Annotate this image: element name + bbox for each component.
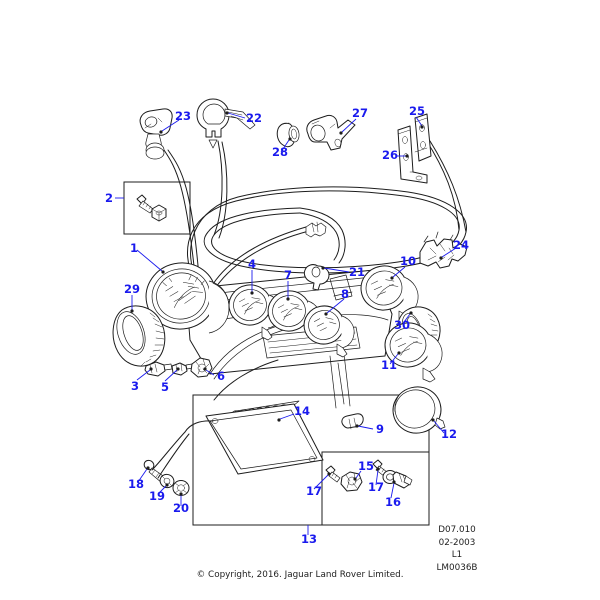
part-7-temperature-gauge xyxy=(267,290,321,335)
cable-connector xyxy=(305,221,327,238)
callout-23: 23 xyxy=(175,109,192,123)
drawing-variant: L1 xyxy=(451,550,463,560)
callout-19: 19 xyxy=(149,489,166,503)
callout-24: 24 xyxy=(453,238,470,252)
part-23-cable-elbow-grommet xyxy=(139,108,173,160)
part-26-angle-bracket xyxy=(397,125,428,184)
callout-7: 7 xyxy=(284,268,293,282)
callout-28: 28 xyxy=(272,145,289,159)
part-29-bezel-ring xyxy=(112,305,166,367)
callout-9: 9 xyxy=(376,422,385,436)
part-3-bulb-holder xyxy=(144,361,173,377)
part-2-screw-and-nut xyxy=(136,194,167,222)
part-27-mounting-bracket xyxy=(306,114,356,151)
callout-2: 2 xyxy=(105,191,114,205)
part-21-cable-grommet xyxy=(303,264,330,291)
part-19-washer xyxy=(159,473,175,489)
callout-15: 15 xyxy=(358,459,375,473)
part-8-oil-pressure-gauge xyxy=(303,305,355,358)
callout-11: 11 xyxy=(381,358,398,372)
callout-6: 6 xyxy=(217,369,226,383)
callout-13: 13 xyxy=(301,532,318,546)
callout-5: 5 xyxy=(161,380,170,394)
part-28-bush xyxy=(276,122,300,148)
callout-4: 4 xyxy=(248,257,257,271)
callout-3: 3 xyxy=(131,379,140,393)
callout-22: 22 xyxy=(246,111,263,125)
part-25-bracket-plate xyxy=(414,113,432,162)
callout-25: 25 xyxy=(409,104,426,118)
part-6-knurled-nut xyxy=(190,357,213,378)
callout-10: 10 xyxy=(400,254,417,268)
part-22-cable-clamp xyxy=(196,98,256,149)
callout-26: 26 xyxy=(382,148,399,162)
drawing-code: LM0036B xyxy=(436,562,478,573)
callout-17: 17 xyxy=(306,484,323,498)
callout-29: 29 xyxy=(124,282,141,296)
callout-21: 21 xyxy=(349,265,366,279)
callout-16: 16 xyxy=(385,495,402,509)
drawing-number: D07.010 xyxy=(438,525,476,535)
callout-8: 8 xyxy=(341,287,350,301)
part-15-clip-nut xyxy=(340,471,363,492)
callout-20: 20 xyxy=(173,501,190,515)
callout-27: 27 xyxy=(352,106,369,120)
drawing-reference-block: D07.010 02-2003 L1 LM0036B xyxy=(412,524,502,574)
leader-lines xyxy=(115,111,457,535)
callout-18: 18 xyxy=(128,477,145,491)
detail-box-item-2 xyxy=(123,181,191,235)
copyright-notice: © Copyright, 2016. Jaguar Land Rover Lim… xyxy=(196,570,404,580)
part-5-bulb-holder xyxy=(171,362,194,376)
part-14-fuse-block xyxy=(184,400,324,475)
drawing-date: 02-2003 xyxy=(438,537,476,548)
callout-1: 1 xyxy=(130,241,139,255)
part-12-blanking-cover xyxy=(392,386,446,434)
callout-14: 14 xyxy=(294,404,311,418)
part-1-speedometer xyxy=(141,262,230,338)
callout-30: 30 xyxy=(394,318,411,332)
callout-12: 12 xyxy=(441,427,458,441)
part-16-stud-fastener xyxy=(382,470,413,489)
part-17-screw-left xyxy=(325,465,341,483)
callout-17b: 17 xyxy=(368,480,385,494)
